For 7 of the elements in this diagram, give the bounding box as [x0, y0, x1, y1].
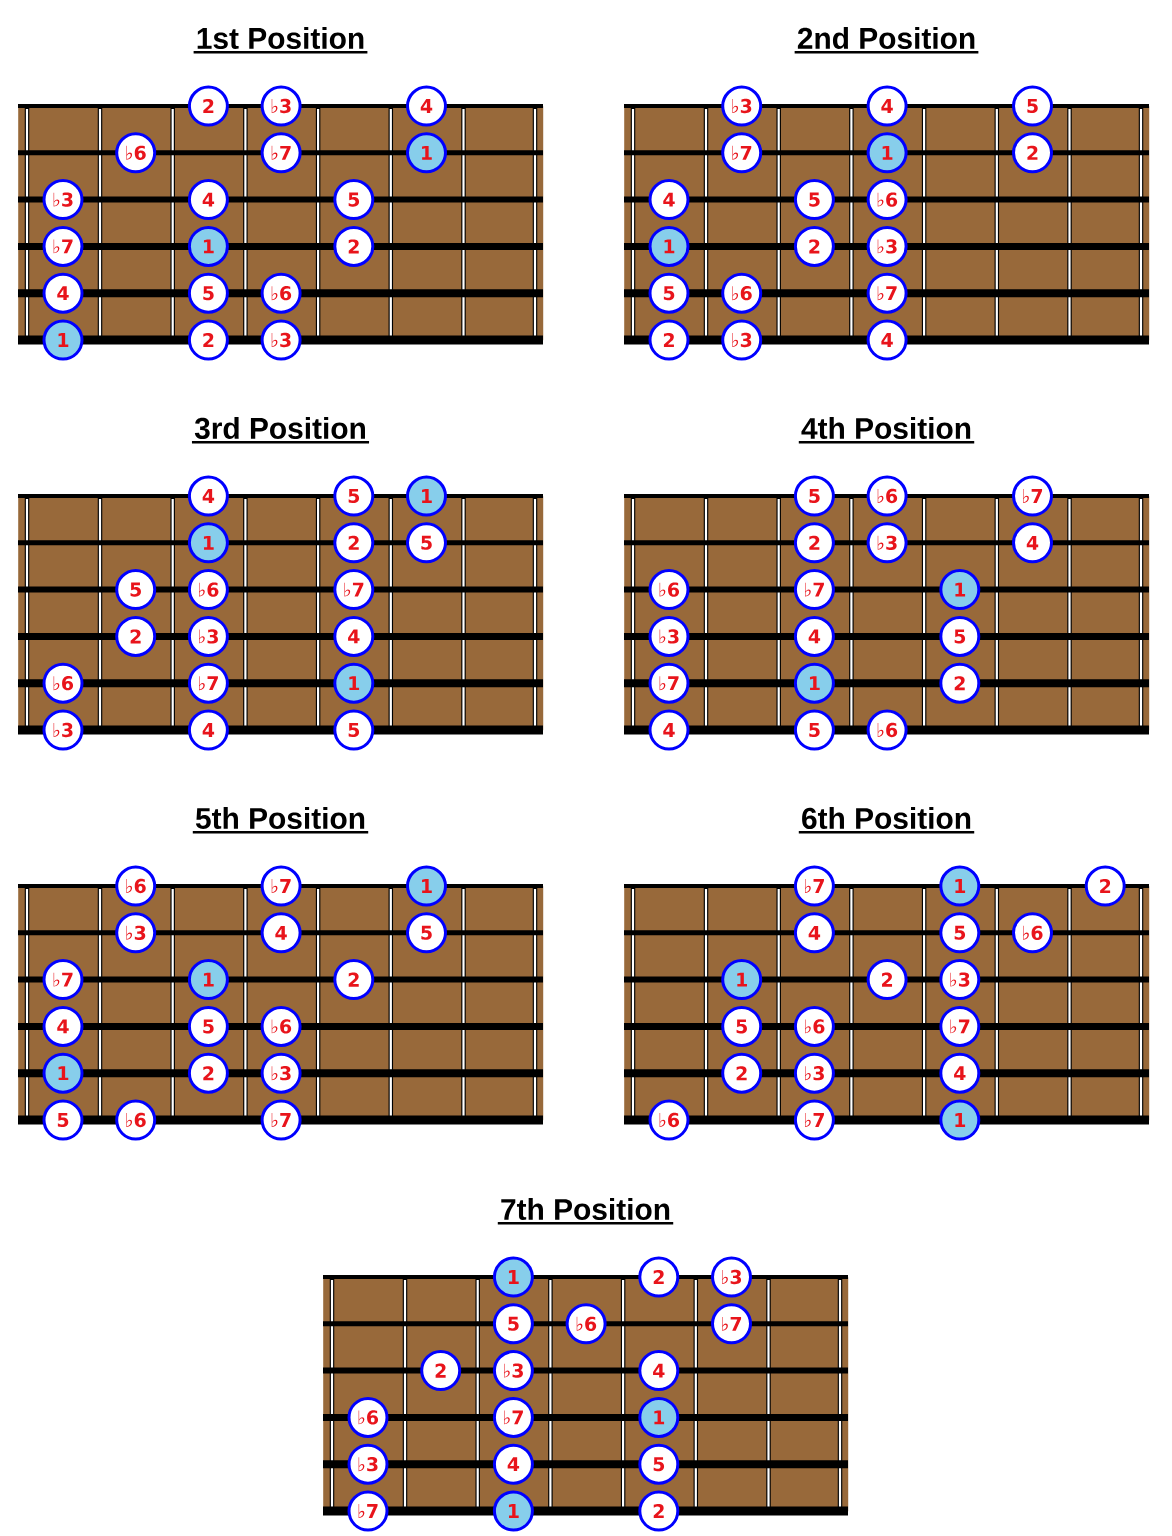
- title: 3rd Position: [191, 417, 370, 444]
- title: 2nd Position: [794, 27, 979, 54]
- title: 5th Position: [192, 807, 369, 834]
- title: 6th Position: [798, 807, 975, 834]
- title: 7th Position: [497, 1198, 674, 1225]
- title: 1st Position: [193, 27, 368, 54]
- title: 4th Position: [798, 417, 975, 444]
